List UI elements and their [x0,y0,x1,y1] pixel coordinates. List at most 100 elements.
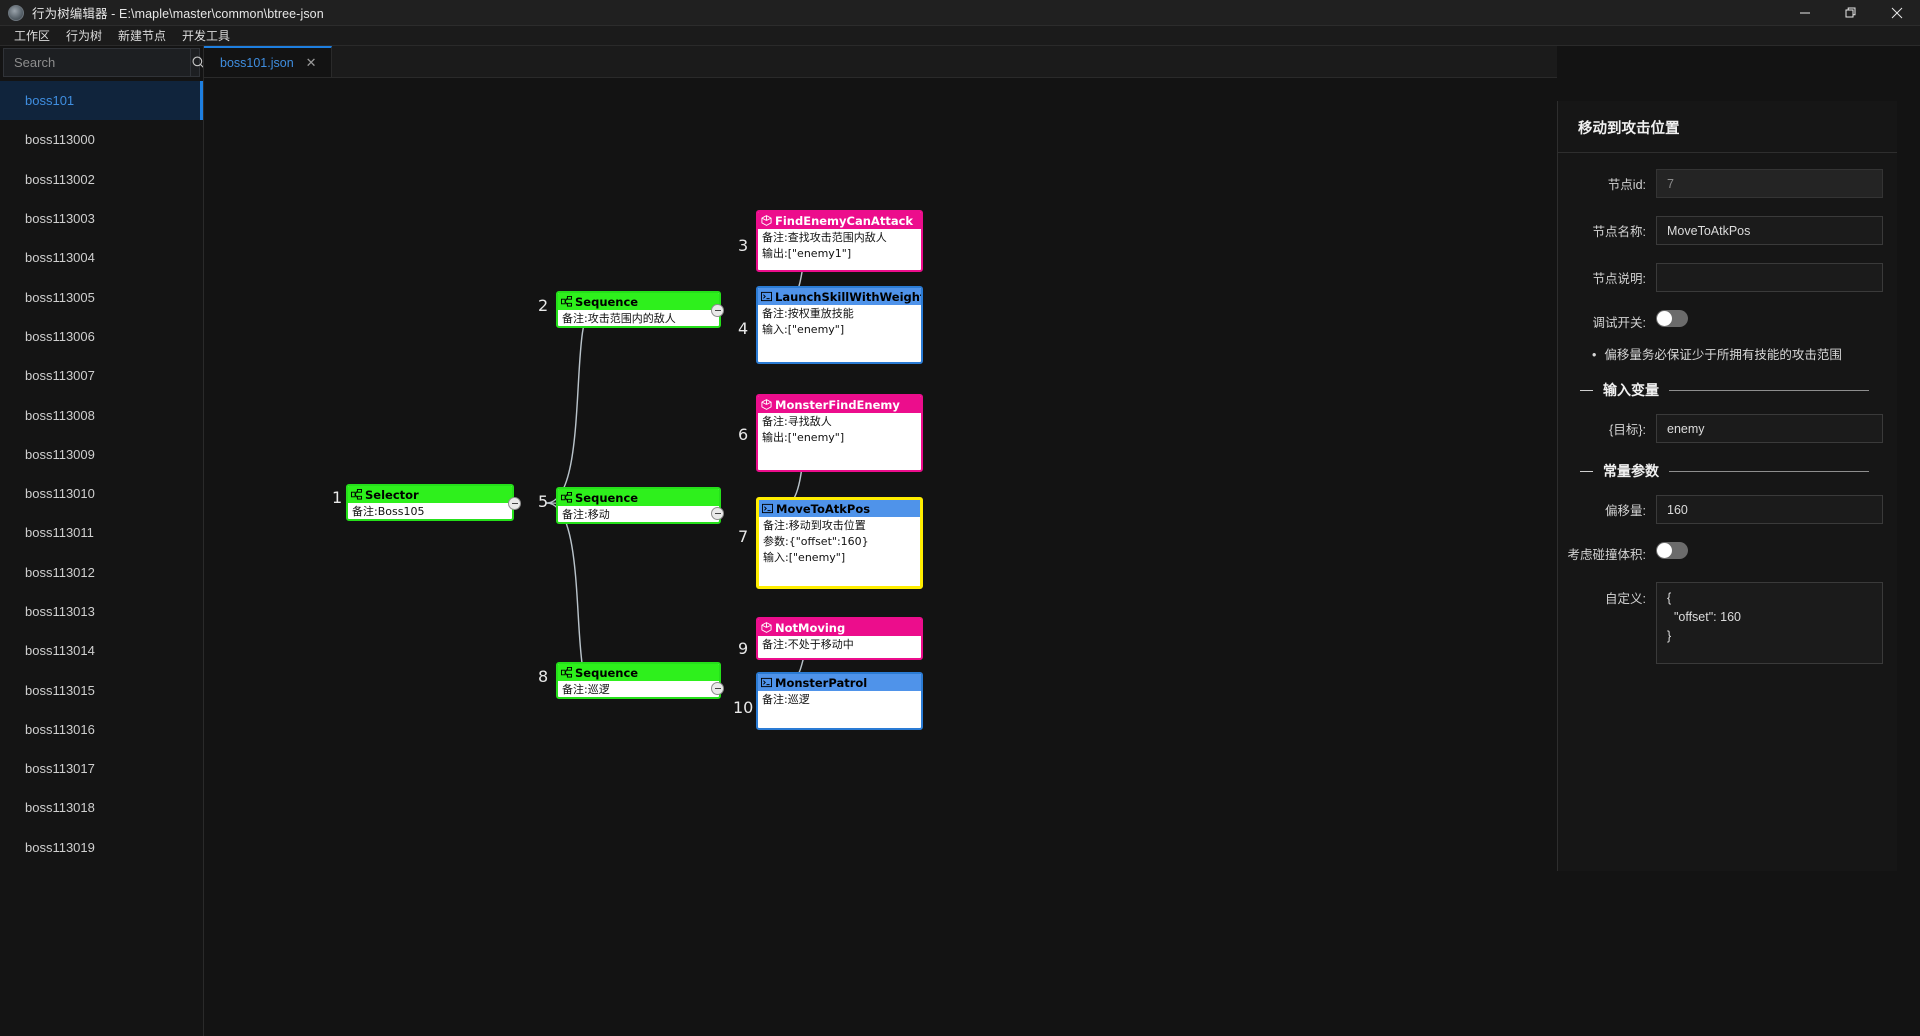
collapse-dash-icon[interactable] [1580,389,1593,391]
node-collapse-port[interactable] [711,682,724,695]
search-icon[interactable] [190,49,203,76]
node-body: 备注:查找攻击范围内敌人输出:["enemy1"] [758,229,921,264]
node-title: FindEnemyCanAttack [775,213,914,228]
minimize-icon[interactable] [1782,0,1828,26]
sidebar-item-boss113002[interactable]: boss113002 [0,160,203,199]
node-id-label: 节点id: [1607,178,1646,192]
node-collapse-port[interactable] [711,304,724,317]
node-detail-line: 备注:寻找敌人 [762,415,832,428]
tab-bar: boss101.json ✕ [204,46,1557,78]
offset-label: 偏移量: [1605,504,1646,518]
tree-node-Selector[interactable]: Selector 备注:Boss105 [346,484,514,521]
title-bar: 行为树编辑器 - E:\maple\master\common\btree-js… [0,0,1920,26]
input-section-title: 输入变量 [1603,382,1659,398]
sidebar-item-boss113003[interactable]: boss113003 [0,199,203,238]
sidebar-item-boss113019[interactable]: boss113019 [0,828,203,867]
section-input-variables: 输入变量 [1558,380,1883,400]
debug-switch-label: 调试开关: [1592,315,1646,330]
menu-item-dev-tools[interactable]: 开发工具 [182,28,231,43]
node-header: Sequence [558,664,719,681]
node-desc-input[interactable] [1656,263,1883,292]
sidebar-item-boss113008[interactable]: boss113008 [0,395,203,434]
node-collapse-port[interactable] [711,507,724,520]
node-header: MonsterFindEnemy [758,396,921,413]
node-header: Sequence [558,293,719,310]
sidebar-item-boss113004[interactable]: boss113004 [0,238,203,277]
node-header: LaunchSkillWithWeight [758,288,921,305]
node-body: 备注:不处于移动中 [758,636,921,655]
sidebar-item-label: boss113004 [25,250,95,266]
close-icon[interactable] [1874,0,1920,26]
sidebar-item-label: boss113007 [25,368,95,384]
sidebar-item-boss113005[interactable]: boss113005 [0,277,203,316]
sidebar-item-boss113012[interactable]: boss113012 [0,553,203,592]
node-index-label: 8 [538,667,549,686]
node-title: Sequence [575,665,639,680]
sidebar-item-boss113017[interactable]: boss113017 [0,749,203,788]
sidebar-item-label: boss113014 [25,643,95,659]
composite-node-icon [561,667,572,678]
node-detail-line: 备注:Boss105 [352,505,425,518]
sidebar-item-label: boss113003 [25,211,95,227]
sidebar-item-boss113007[interactable]: boss113007 [0,356,203,395]
sidebar-item-boss113016[interactable]: boss113016 [0,710,203,749]
sidebar-item-boss101[interactable]: boss101 [0,81,203,121]
node-header: Sequence [558,489,719,506]
node-detail-line: 备注:不处于移动中 [762,638,854,651]
sidebar-item-label: boss113006 [25,328,95,344]
node-detail-line: 输出:["enemy1"] [762,247,852,260]
sidebar-item-boss113011[interactable]: boss113011 [0,513,203,552]
menu-item-workspace[interactable]: 工作区 [14,28,51,43]
custom-json-textarea[interactable]: { "offset": 160 } [1656,582,1883,664]
collapse-dash-icon[interactable] [1580,470,1593,472]
composite-node-icon [561,296,572,307]
properties-panel: 移动到攻击位置 节点id: 节点名称: 节点说明: 调试开关: • 偏移量务必保… [1557,101,1897,871]
sidebar-item-boss113013[interactable]: boss113013 [0,592,203,631]
node-name-input[interactable] [1656,216,1883,245]
window-title: 行为树编辑器 - E:\maple\master\common\btree-js… [32,7,324,21]
debug-switch-toggle[interactable] [1656,310,1688,327]
input-target-input[interactable] [1656,414,1883,443]
node-header: Selector [348,486,512,503]
condition-node-icon [761,622,772,633]
tree-node-NotMoving[interactable]: NotMoving 备注:不处于移动中 [756,617,923,660]
properties-title: 移动到攻击位置 [1558,101,1897,153]
sidebar-item-boss113014[interactable]: boss113014 [0,631,203,670]
node-title: NotMoving [775,620,846,635]
divider [1669,470,1869,472]
maximize-icon[interactable] [1828,0,1874,26]
node-title: Selector [365,487,419,502]
sidebar-item-boss113018[interactable]: boss113018 [0,788,203,827]
sidebar-item-label: boss113002 [25,171,95,187]
node-detail-line: 备注:按权重放技能 [762,307,854,320]
tab-close-icon[interactable]: ✕ [305,55,317,70]
sidebar-item-boss113010[interactable]: boss113010 [0,474,203,513]
properties-note: • 偏移量务必保证少于所拥有技能的攻击范围 [1558,346,1883,364]
menu-item-behavior-tree[interactable]: 行为树 [66,28,103,43]
node-collapse-port[interactable] [508,497,521,510]
sidebar-item-label: boss113009 [25,446,95,462]
offset-input[interactable] [1656,495,1883,524]
tab-boss101-json[interactable]: boss101.json ✕ [204,46,332,77]
sidebar-item-boss113006[interactable]: boss113006 [0,317,203,356]
sidebar-item-boss113009[interactable]: boss113009 [0,435,203,474]
node-id-input [1656,169,1883,198]
collision-toggle[interactable] [1656,542,1688,559]
node-title: Sequence [575,490,639,505]
window-controls [1782,0,1920,26]
sidebar-item-boss113015[interactable]: boss113015 [0,670,203,709]
field-node-name: 节点名称: [1558,216,1883,245]
sidebar-item-boss113000[interactable]: boss113000 [0,120,203,159]
menu-item-new-node[interactable]: 新建节点 [118,28,167,43]
search-input[interactable] [4,49,190,76]
